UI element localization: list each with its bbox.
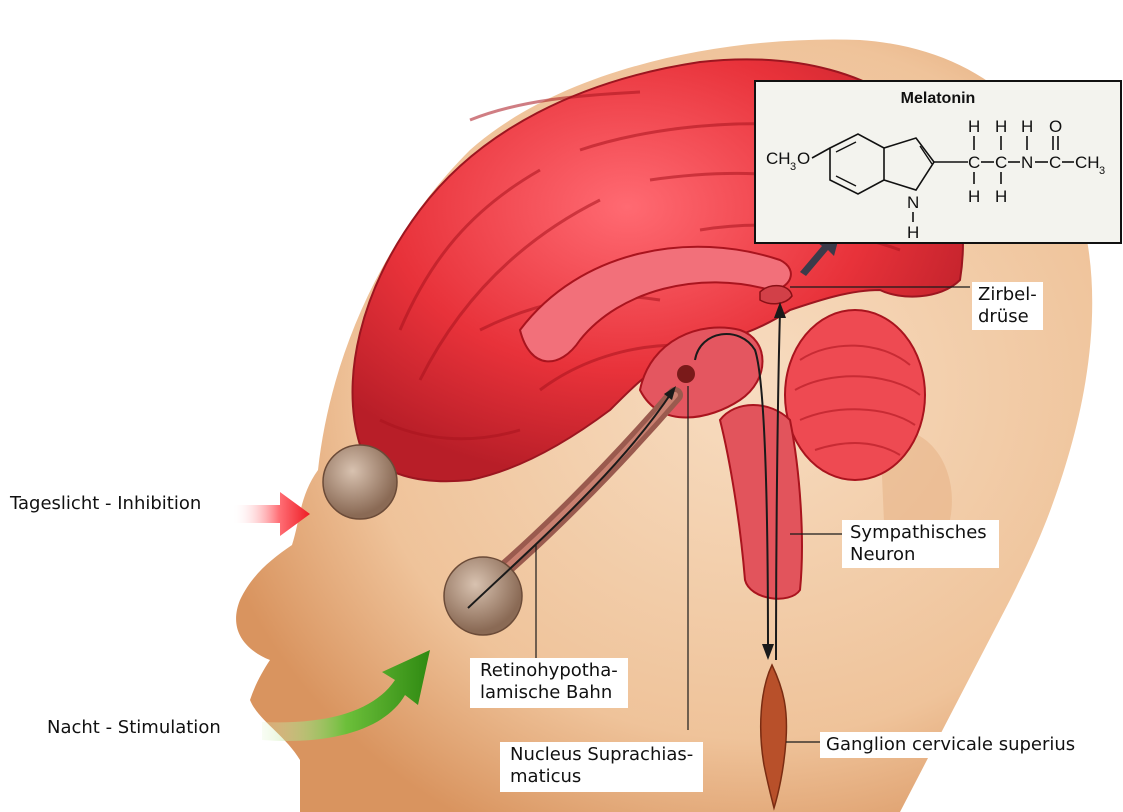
pyrrole-double	[920, 146, 932, 164]
eye-socket-upper	[323, 445, 397, 519]
terminal-sub: 3	[1099, 165, 1105, 177]
melatonin-structure-panel: Melatonin CH 3 O N H C C N C CH 3 H H H	[754, 80, 1122, 244]
c1: C	[968, 153, 980, 172]
ring-h: H	[907, 223, 919, 242]
benzene-ring	[830, 134, 884, 194]
label-daylight-inhibition: Tageslicht - Inhibition	[10, 493, 201, 515]
methoxy-ch: CH	[766, 149, 791, 168]
carbonyl-o: O	[1049, 117, 1062, 136]
terminal-ch: CH	[1075, 153, 1100, 172]
label-retinohypothalamic-tract: Retinohypotha- lamische Bahn	[470, 658, 628, 708]
methoxy-o: O	[797, 149, 810, 168]
label-ganglion-cervicale: Ganglion cervicale superius	[820, 732, 1081, 758]
h-top-1: H	[968, 117, 980, 136]
c2: C	[995, 153, 1007, 172]
cerebellum	[785, 310, 925, 480]
c3: C	[1049, 153, 1061, 172]
label-night-stimulation: Nacht - Stimulation	[47, 717, 221, 739]
label-sympathetic-neuron: Sympathisches Neuron	[842, 520, 999, 568]
ring-n: N	[907, 193, 919, 212]
h-bottom-2: H	[995, 187, 1007, 206]
h-bottom-1: H	[968, 187, 980, 206]
amide-n: N	[1021, 153, 1033, 172]
bond-methoxy	[812, 148, 830, 158]
scn-nucleus	[677, 365, 695, 383]
pyrrole-ring	[884, 138, 934, 190]
melatonin-formula: CH 3 O N H C C N C CH 3 H H H O	[756, 82, 1120, 242]
methoxy-sub: 3	[790, 161, 796, 173]
h-top-3: H	[1021, 117, 1033, 136]
label-pineal-gland: Zirbel- drüse	[972, 282, 1043, 330]
label-scn: Nucleus Suprachias- maticus	[500, 742, 703, 792]
pineal-gland	[760, 286, 792, 304]
h-top-2: H	[995, 117, 1007, 136]
